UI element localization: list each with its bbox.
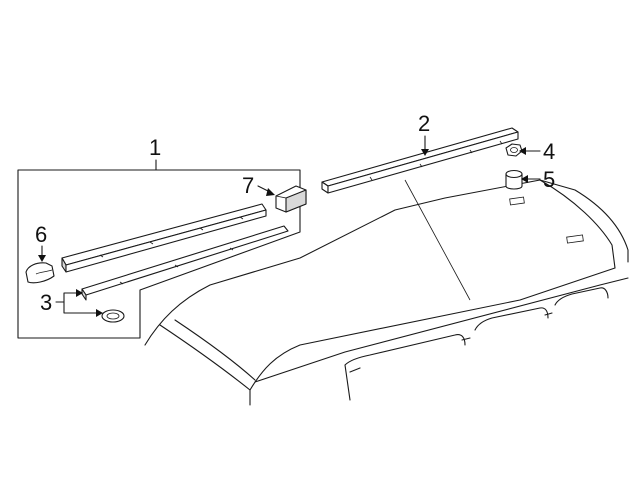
window-rear [554, 287, 609, 306]
front-pillar-inner [174, 319, 256, 381]
leader-lines [41, 135, 541, 314]
assembly-bracket-1 [17, 169, 301, 339]
part-7-end-cap [275, 185, 307, 213]
roof-slot-1 [509, 196, 525, 206]
roof-panel-edge [249, 267, 616, 391]
part-3-washer-hole [106, 312, 120, 320]
window-front [344, 334, 466, 401]
roof-rear-edge [539, 179, 616, 269]
rail-moulding-strip [81, 225, 289, 301]
arrow-6 [38, 255, 46, 262]
arrow-7 [266, 188, 275, 196]
callout-2: 2 [418, 111, 430, 136]
callout-7: 7 [242, 173, 254, 198]
part-4-nut [505, 143, 523, 157]
part-2-roof-rail [321, 127, 519, 194]
part-3-washer [101, 309, 125, 323]
callout-4: 4 [543, 139, 555, 164]
arrowheads [38, 147, 528, 317]
window-frame-lines [349, 312, 553, 373]
roof-outline [144, 179, 629, 346]
arrow-3-strip [76, 289, 83, 297]
leader-2-to-roof [404, 179, 471, 301]
arrow-2 [421, 149, 429, 156]
roof-slot-2 [566, 234, 584, 244]
callout-3: 3 [40, 290, 52, 315]
part-6-end-cover [25, 262, 55, 284]
callout-5: 5 [543, 167, 555, 192]
arrow-3-washer [96, 309, 103, 317]
body-side-line [254, 277, 629, 383]
front-pillar [159, 324, 251, 406]
callout-1: 1 [149, 135, 161, 160]
arrow-5 [521, 175, 528, 183]
arrow-4 [519, 147, 526, 155]
callout-6: 6 [35, 222, 47, 247]
vehicle-roof [144, 179, 629, 406]
window-middle [474, 307, 549, 331]
roof-rail-long [61, 203, 267, 273]
part-5-spacer [505, 169, 523, 190]
